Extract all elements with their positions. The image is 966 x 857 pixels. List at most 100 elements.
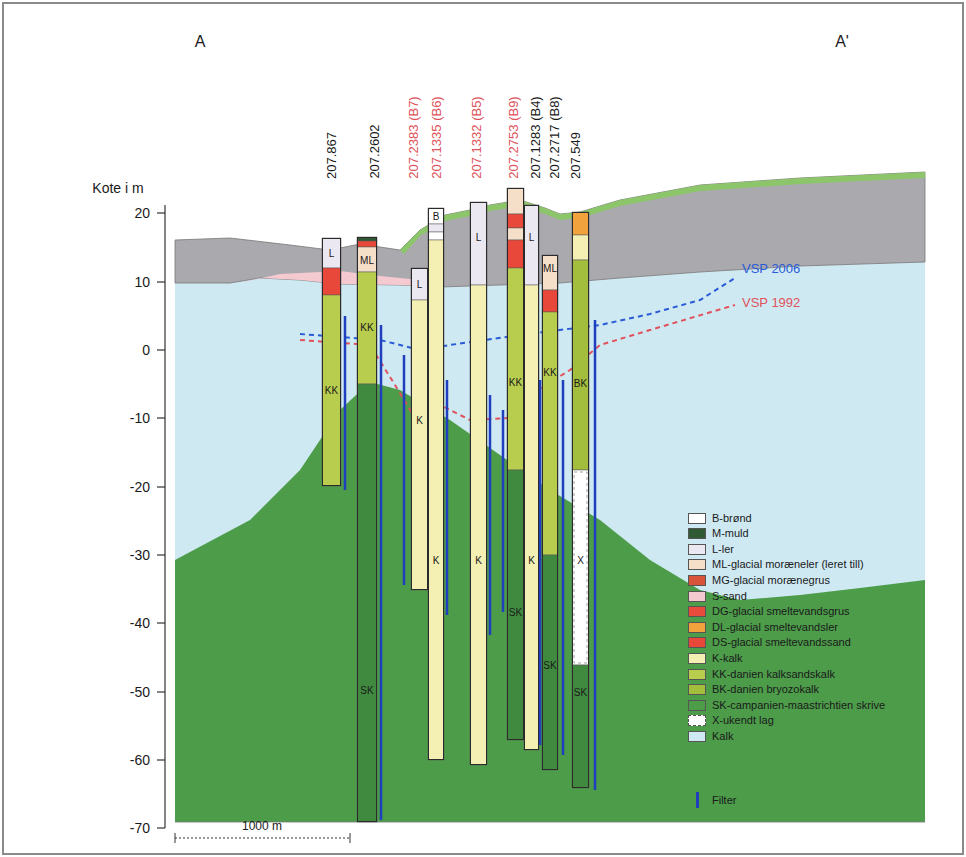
- layer-band: [524, 205, 539, 285]
- layer-code: K: [416, 416, 423, 426]
- borehole-id: 207.549: [569, 132, 582, 179]
- filter-line: [594, 320, 597, 790]
- layer-band: [542, 255, 558, 290]
- layer-code: KK: [509, 378, 522, 388]
- curve-label: VSP 1992: [742, 296, 800, 309]
- legend-swatch: [688, 575, 706, 586]
- layer-band: [428, 232, 444, 240]
- axis-tick: [157, 759, 165, 760]
- legend-swatch: [688, 544, 706, 555]
- legend-text: M-muld: [712, 528, 749, 539]
- borehole-column: 207.2602MLKKSK: [357, 237, 377, 822]
- layer-code: L: [417, 280, 423, 290]
- layer-code: KK: [325, 386, 338, 396]
- axis-value: -50: [130, 685, 150, 699]
- legend-swatch: [688, 591, 706, 602]
- borehole-column: 207.1335 (B6)BK: [428, 208, 444, 760]
- layer-code: KK: [543, 368, 556, 378]
- legend-swatch: [688, 715, 706, 726]
- legend-text: Kalk: [712, 731, 733, 742]
- axis-value: -60: [130, 753, 150, 767]
- legend-swatch: [688, 528, 706, 539]
- layer-code: L: [529, 233, 535, 243]
- filter-line: [403, 355, 406, 585]
- layer-band: [428, 208, 444, 224]
- layer-band: [542, 290, 558, 312]
- scale-label: 1000 m: [242, 820, 282, 832]
- legend-swatch: [688, 684, 706, 695]
- layer-band: [572, 235, 589, 260]
- layer-band: [322, 238, 341, 268]
- legend-text: ML-glacial moræneler (leret till): [712, 559, 864, 570]
- borehole-column: 207.1332 (B5)LK: [470, 202, 487, 765]
- layer-band: [572, 470, 589, 665]
- filter-line: [489, 395, 492, 635]
- filter-line: [562, 380, 565, 755]
- layer-band: [357, 384, 377, 822]
- borehole-column: 207.867LKK: [322, 238, 341, 486]
- layer-band: [542, 555, 558, 770]
- filter-line: [446, 380, 449, 615]
- borehole-id: 207.1283 (B4): [529, 97, 542, 179]
- curve-label: VSP 2006: [742, 262, 800, 275]
- legend-text: SK-campanien-maastrichtien skrive: [712, 700, 885, 711]
- layer-code: K: [475, 556, 482, 566]
- legend-swatch: [688, 731, 706, 742]
- layer-code: SK: [509, 608, 522, 618]
- legend-text: BK-danien bryozokalk: [712, 684, 819, 695]
- layer-band: [357, 247, 377, 272]
- axis-tick: [157, 349, 165, 350]
- borehole-column: 207.549BKXSK: [572, 212, 589, 788]
- layer-band: [470, 202, 487, 285]
- legend-text: L-ler: [712, 544, 734, 555]
- layer-code: L: [476, 233, 482, 243]
- layer-band: [507, 470, 524, 740]
- axis-value: -10: [130, 411, 150, 425]
- axis-tick: [157, 827, 165, 828]
- borehole-id: 207.2602: [368, 125, 381, 179]
- legend-text: DL-glacial smeltevandsler: [712, 622, 838, 633]
- layer-band: [524, 285, 539, 750]
- layer-band: [572, 212, 589, 235]
- frame: [3, 3, 963, 854]
- axis-value: -40: [130, 616, 150, 630]
- layer-band: [470, 285, 487, 765]
- layer-band: [428, 240, 444, 760]
- layer-code: KK: [360, 323, 373, 333]
- axis-tick: [157, 554, 165, 555]
- legend-swatch: [688, 622, 706, 633]
- layer-band: [428, 224, 444, 232]
- borehole-column: 207.2717 (B8)MLKKSK: [542, 255, 558, 770]
- axis-tick: [157, 212, 165, 213]
- legend-text: MG-glacial morænegrus: [712, 575, 830, 586]
- layer-code: ML: [360, 256, 374, 266]
- layer-code: X: [577, 556, 584, 566]
- layer-band: [411, 268, 428, 300]
- borehole-column: 207.2753 (B9)KKSK: [507, 188, 524, 740]
- kalk-body: [175, 262, 925, 822]
- axis: [164, 205, 165, 828]
- borehole-column: 207.1283 (B4)LK: [524, 205, 539, 750]
- layer-band: [507, 228, 524, 240]
- borehole-id: 207.2717 (B8): [548, 97, 561, 179]
- layer-code: SK: [360, 686, 373, 696]
- layer-band: [322, 268, 341, 295]
- legend-swatch: [688, 559, 706, 570]
- axis-value: -70: [130, 821, 150, 835]
- layer-band: [411, 300, 428, 590]
- legend-line-sample: [696, 792, 699, 808]
- layer-band: [542, 312, 558, 555]
- legend-text: B-brønd: [712, 513, 752, 524]
- layer-code: B: [433, 212, 440, 222]
- layer-code: BK: [574, 379, 587, 389]
- unknown-layer-mark: [574, 472, 587, 663]
- legend-swatch: [688, 700, 706, 711]
- quaternary-band: [175, 172, 925, 287]
- legend-swatch: [688, 513, 706, 524]
- axis-value: 10: [134, 275, 150, 289]
- filter-line: [539, 380, 542, 745]
- legend-text: S-sand: [712, 591, 747, 602]
- layer-code: K: [433, 556, 440, 566]
- layer-band: [507, 268, 524, 470]
